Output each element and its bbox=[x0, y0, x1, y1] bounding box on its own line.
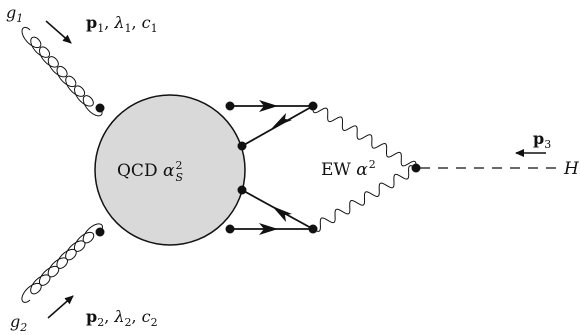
ew-coupling-label: EW α2 bbox=[321, 158, 376, 180]
fermion-arrow-top bbox=[259, 100, 278, 112]
gluon-1-quantum-numbers: p1, λ1, c1 bbox=[86, 13, 158, 35]
vertex-blob-upper bbox=[237, 141, 247, 151]
higgs-momentum-label: p3 bbox=[533, 129, 551, 151]
gluon-1-label: g1 bbox=[6, 3, 23, 25]
vertex-gluon-2 bbox=[95, 227, 105, 237]
gluon-1-line bbox=[21, 26, 103, 117]
momentum-arrow-gluon-1 bbox=[45, 20, 72, 44]
ew-boson-line-top bbox=[312, 105, 417, 169]
vertex-blob-bottom bbox=[225, 224, 235, 234]
vertex-higgs bbox=[411, 163, 421, 173]
gluon-2-line bbox=[21, 223, 103, 303]
gluon-2-label: g2 bbox=[10, 312, 27, 334]
fermion-arrow-lower-diagonal bbox=[272, 206, 292, 222]
fermion-line-upper-diagonal bbox=[241, 105, 314, 147]
vertex-blob-lower bbox=[237, 185, 247, 195]
vertex-gluon-1 bbox=[95, 103, 105, 113]
fermion-arrow-bottom bbox=[259, 223, 278, 235]
vertex-loop-bottom bbox=[308, 224, 318, 234]
ew-boson-line-bottom bbox=[312, 165, 417, 232]
qcd-blob bbox=[94, 94, 246, 246]
vertex-loop-top bbox=[308, 101, 318, 111]
gluon-2-quantum-numbers: p2, λ2, c2 bbox=[86, 307, 158, 329]
vertex-blob-top bbox=[225, 101, 235, 111]
higgs-label: H bbox=[563, 159, 580, 179]
momentum-arrow-gluon-2 bbox=[47, 295, 74, 319]
fermion-arrow-upper-diagonal bbox=[272, 113, 292, 128]
